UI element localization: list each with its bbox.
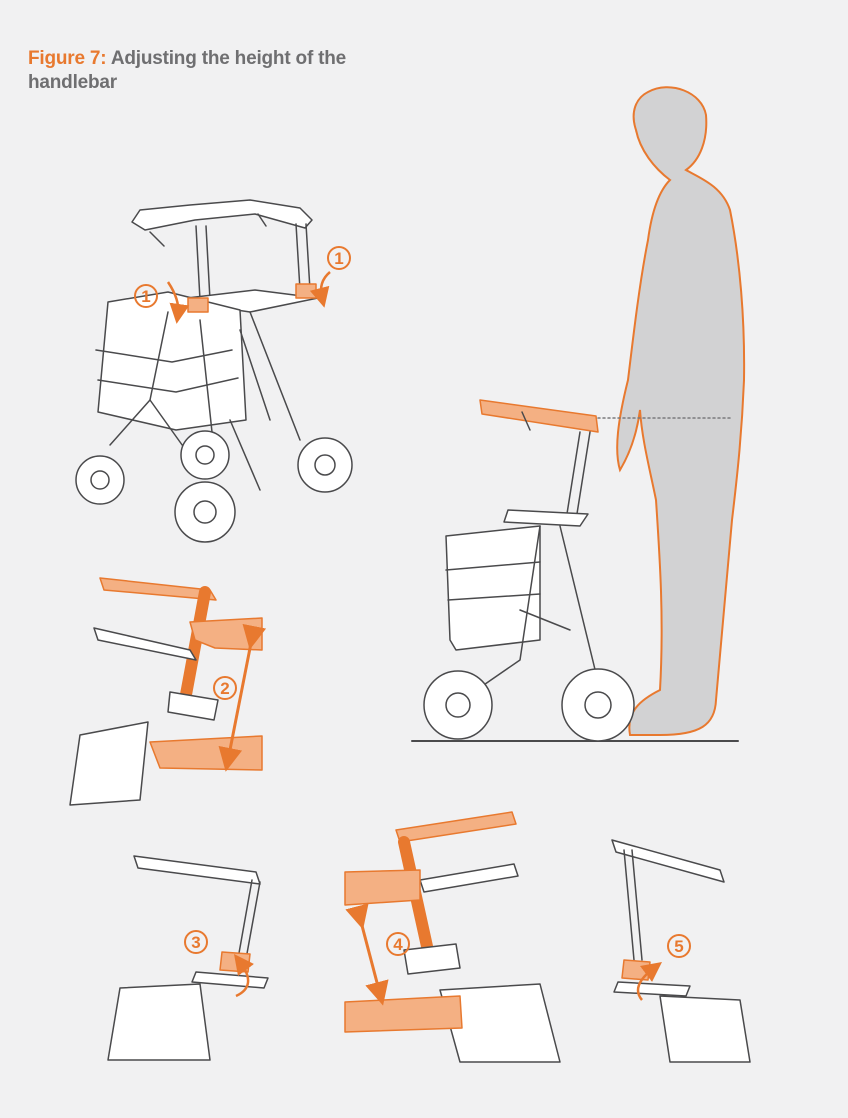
rollator-overview-illustration (76, 200, 352, 542)
svg-text:1: 1 (141, 287, 150, 306)
handlebar-highlight (480, 400, 598, 432)
wheel-rear-left (181, 431, 229, 479)
wheel-front-left (76, 456, 124, 504)
step-1-right-marker: 1 (321, 247, 350, 298)
svg-text:2: 2 (220, 679, 229, 698)
step-4-illustration (345, 812, 560, 1062)
double-arrow-icon (360, 918, 380, 994)
wheel-rear-right (298, 438, 352, 492)
height-lever-left (188, 298, 208, 312)
step-2-illustration (70, 578, 262, 805)
wheel-front-right (175, 482, 235, 542)
side-wheel-rear (562, 669, 634, 741)
svg-text:4: 4 (393, 935, 403, 954)
side-wheel-front (424, 671, 492, 739)
person-silhouette (617, 87, 744, 735)
svg-text:3: 3 (191, 933, 200, 952)
svg-text:1: 1 (334, 249, 343, 268)
step-4-marker: 4 (360, 918, 409, 994)
step-3-illustration (108, 856, 268, 1060)
svg-text:5: 5 (674, 937, 683, 956)
height-lever-right (296, 284, 316, 298)
